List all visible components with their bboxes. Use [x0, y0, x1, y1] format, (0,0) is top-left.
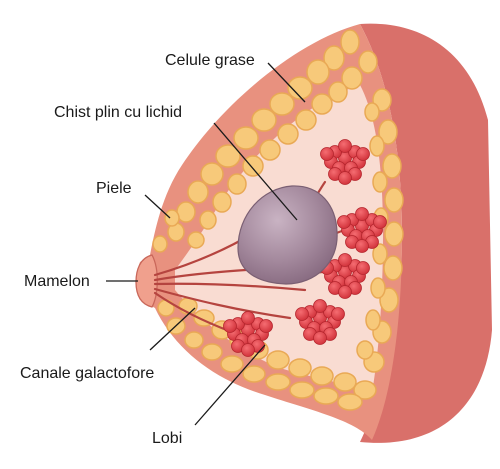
fat-cell — [384, 221, 404, 247]
lobule — [223, 319, 237, 333]
fat-cell — [215, 144, 241, 168]
fat-cell — [212, 191, 232, 213]
fat-cell — [199, 210, 217, 230]
label-fat-cells: Celule grase — [165, 52, 255, 69]
fat-cell — [370, 277, 386, 299]
fat-cell — [269, 92, 295, 116]
lobule — [356, 147, 370, 161]
fat-cell — [383, 255, 403, 281]
label-nipple: Mamelon — [24, 273, 90, 290]
lobule — [295, 307, 309, 321]
fat-cell — [227, 173, 247, 195]
lobule — [338, 285, 352, 299]
fluid-filled-cyst — [237, 185, 338, 285]
fat-cell — [233, 126, 259, 150]
fat-cell — [184, 331, 204, 349]
fat-cell — [356, 340, 374, 360]
fat-cell — [310, 366, 334, 386]
fat-cell — [384, 187, 404, 213]
fat-cell — [265, 373, 291, 391]
fat-cell — [323, 45, 345, 71]
fat-cell — [337, 393, 363, 411]
fat-cell — [187, 231, 205, 249]
lobules — [223, 139, 387, 357]
fat-cell — [340, 29, 360, 55]
lobule — [259, 319, 273, 333]
fat-cell — [251, 108, 277, 132]
lobule — [355, 239, 369, 253]
fat-cell — [382, 153, 402, 179]
fat-cell — [365, 309, 381, 331]
lobule — [337, 215, 351, 229]
fat-cell — [200, 162, 224, 186]
fat-cell — [353, 380, 377, 400]
fat-cell — [369, 135, 385, 157]
fat-cell — [372, 171, 388, 193]
fat-cell — [201, 343, 223, 361]
lobule — [313, 331, 327, 345]
lobule — [355, 207, 369, 221]
fat-cell — [341, 66, 363, 90]
fat-cell — [372, 243, 388, 265]
nipple — [135, 254, 158, 308]
fat-cell — [358, 50, 378, 74]
lobule — [338, 171, 352, 185]
fat-cell — [379, 287, 399, 313]
fat-cell — [287, 76, 313, 100]
fat-cell — [295, 109, 317, 131]
fat-cell — [242, 365, 266, 383]
lobule — [320, 147, 334, 161]
fat-cell — [364, 102, 380, 122]
lobule — [338, 139, 352, 153]
label-milk-ducts: Canale galactofore — [20, 365, 154, 382]
lobule — [313, 299, 327, 313]
fat-cell — [220, 355, 244, 373]
fat-cell — [311, 93, 333, 115]
label-skin: Piele — [96, 180, 132, 197]
fat-cell — [328, 81, 348, 103]
label-lobes: Lobi — [152, 430, 182, 447]
lobule — [331, 307, 345, 321]
fat-cell — [289, 381, 315, 399]
lobule — [373, 215, 387, 229]
fat-cell — [242, 155, 264, 177]
leader-lines — [106, 62, 306, 426]
fat-cell — [333, 372, 357, 392]
label-cyst: Chist plin cu lichid — [54, 104, 182, 121]
fat-cell — [306, 59, 330, 85]
fat-cell — [277, 123, 299, 145]
fat-cell — [266, 350, 290, 370]
lobule — [241, 343, 255, 357]
fat-cell — [288, 358, 312, 378]
fat-cell — [152, 235, 168, 253]
lobule — [338, 253, 352, 267]
fat-cell — [313, 387, 339, 405]
fat-cell — [259, 139, 281, 161]
fat-cell — [378, 119, 398, 145]
lobule — [356, 261, 370, 275]
fat-cell — [187, 180, 209, 204]
fat-cell — [164, 209, 180, 227]
lobule — [241, 311, 255, 325]
